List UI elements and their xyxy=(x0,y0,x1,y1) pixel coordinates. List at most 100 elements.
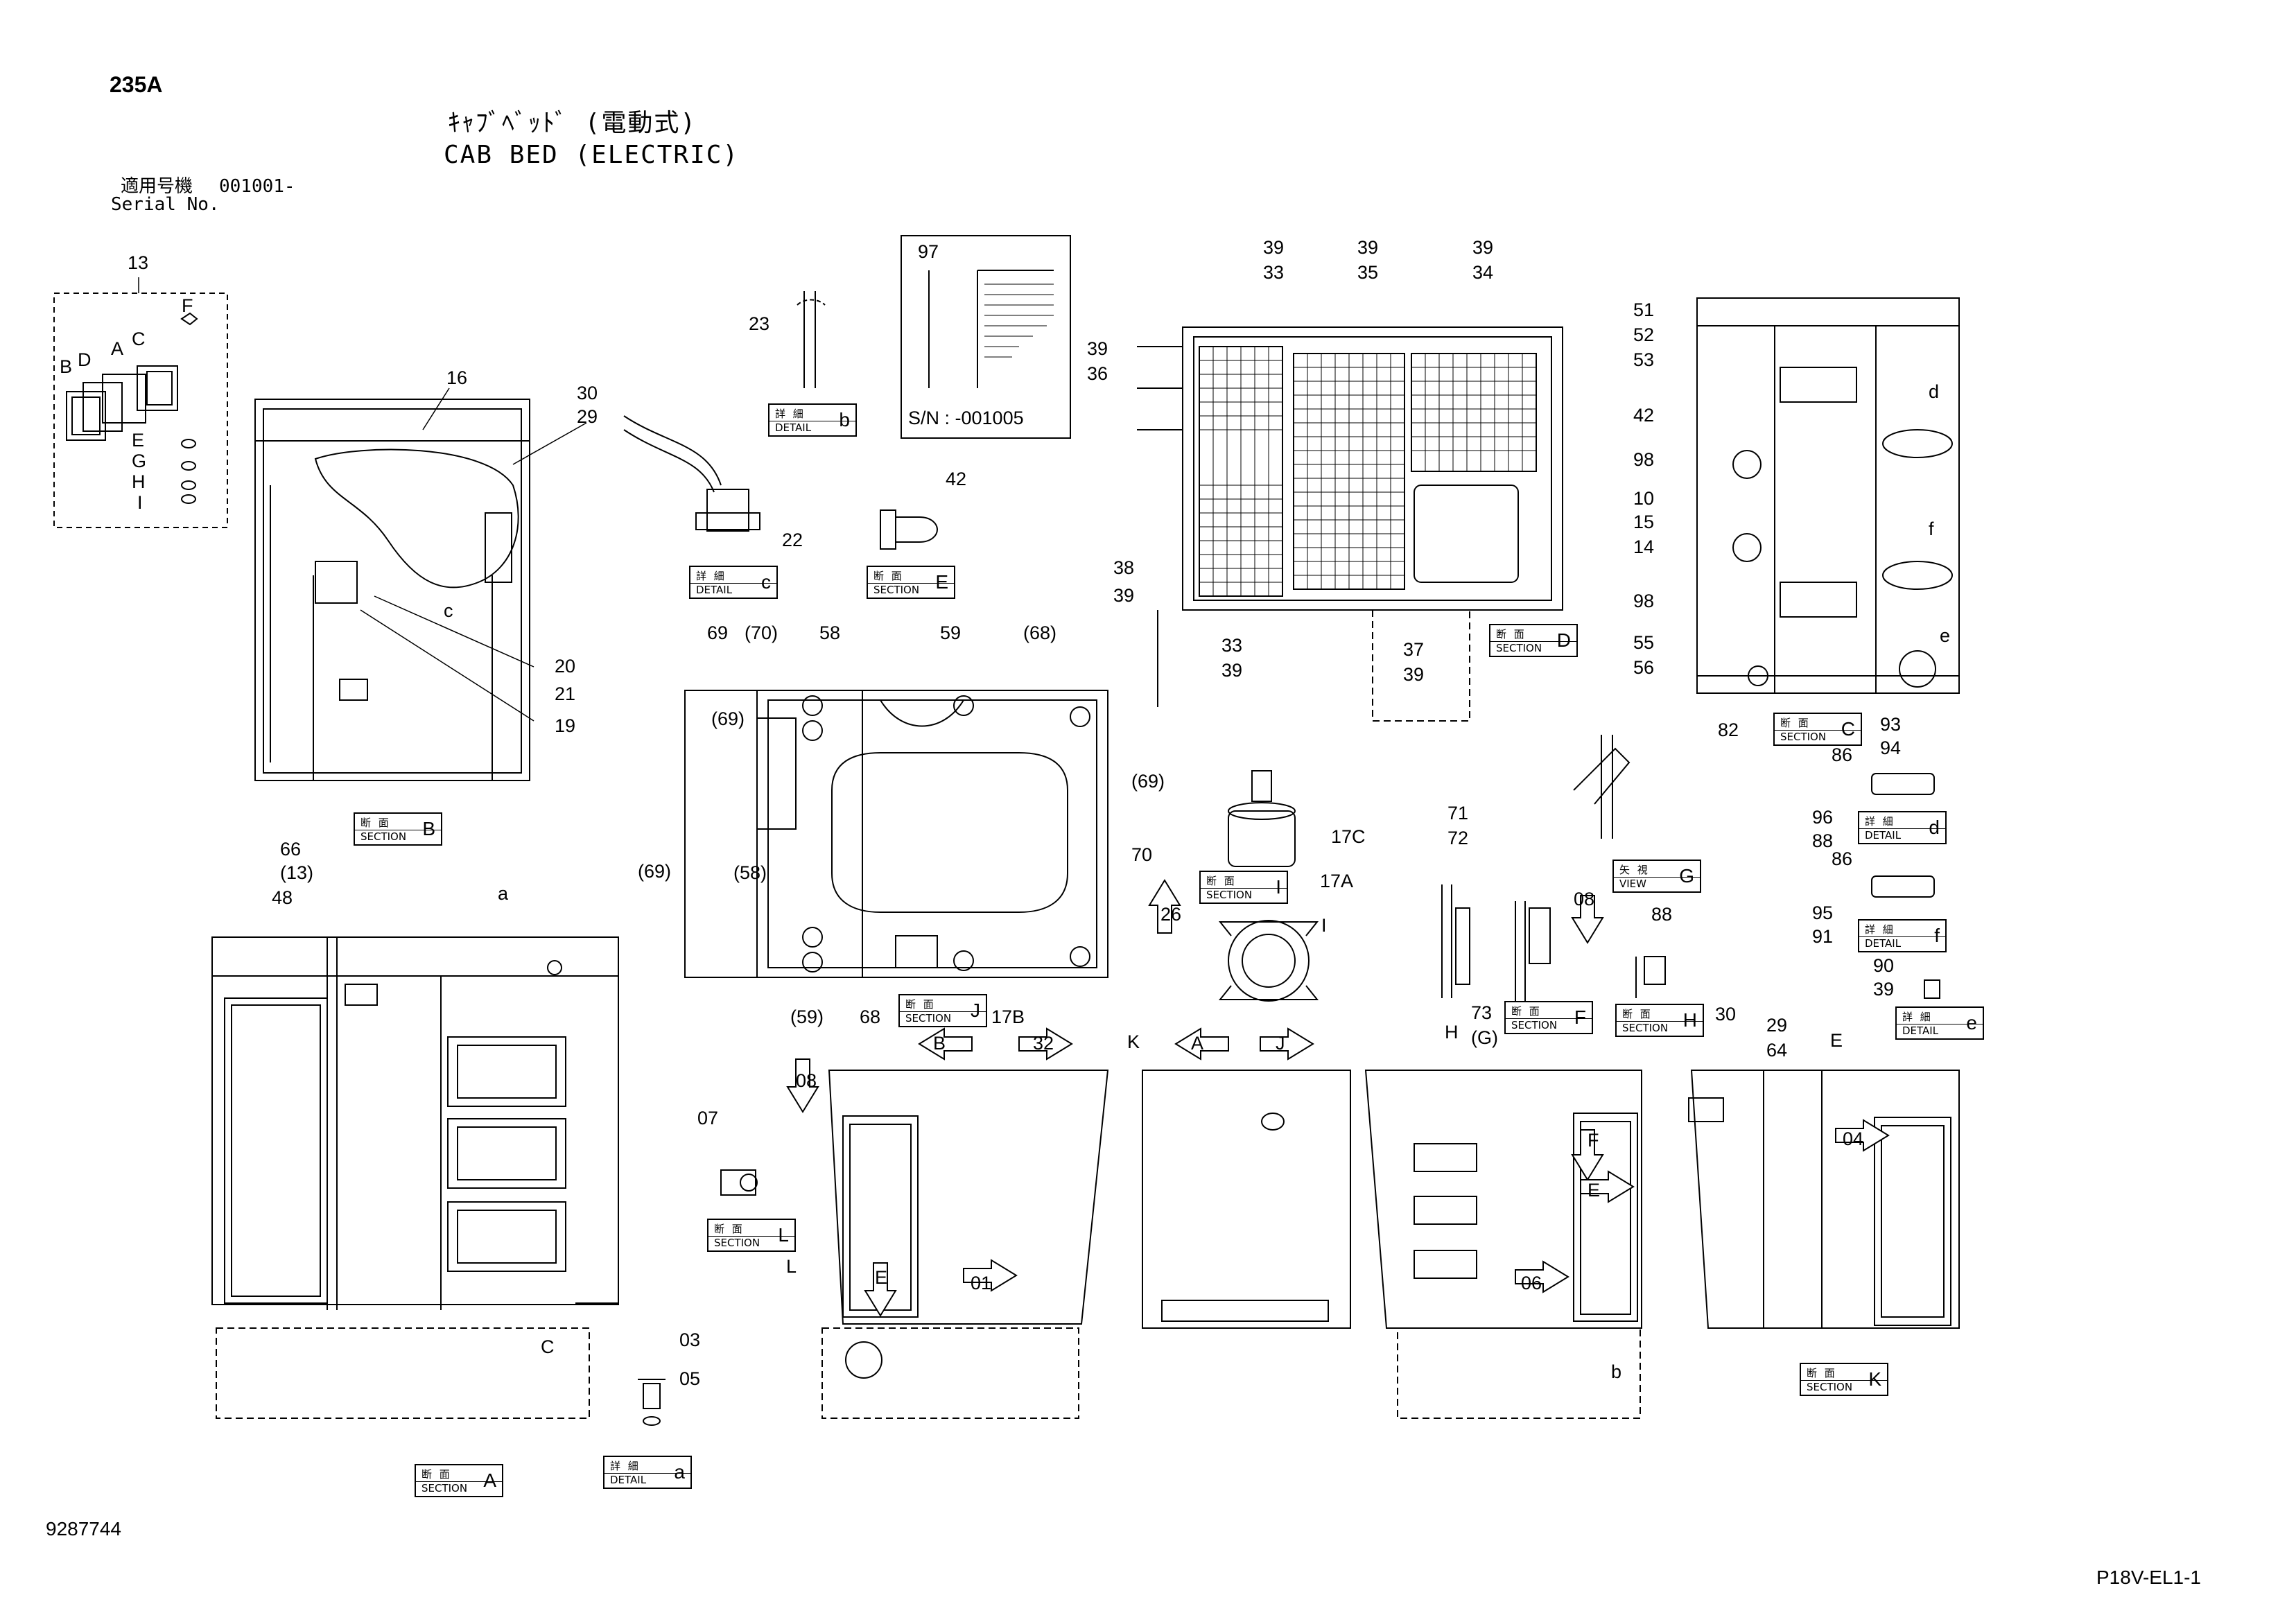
part-label: 39 xyxy=(1087,338,1108,359)
part-label: 39 xyxy=(1113,585,1135,606)
part-label: E xyxy=(1830,1030,1843,1051)
part-label: 16 xyxy=(446,367,468,388)
part-label: 03 xyxy=(679,1329,701,1350)
part-label: 82 xyxy=(1718,720,1739,740)
detail-a-part xyxy=(638,1379,666,1426)
part-label: 30 xyxy=(577,383,598,403)
detail-d-f-e-parts xyxy=(1871,773,1940,999)
section-k-view xyxy=(1688,1070,1960,1329)
part-label: 32 xyxy=(1033,1033,1054,1054)
title-english: CAB BED (ELECTRIC) xyxy=(444,141,740,169)
section-b-view xyxy=(254,399,530,781)
part-label: 29 xyxy=(1766,1015,1788,1036)
part-label: 71 xyxy=(1447,803,1469,823)
part-label: 86 xyxy=(1832,744,1853,765)
part-label: 39 xyxy=(1357,237,1379,258)
sheet-code: P18V-EL1-1 xyxy=(2096,1567,2201,1588)
part-label: 38 xyxy=(1113,557,1135,578)
part-label: F xyxy=(1588,1130,1599,1151)
part-label: E xyxy=(132,430,145,451)
serial-label-jp: 適用号機 xyxy=(121,176,193,197)
part-label: 48 xyxy=(272,887,293,908)
part-label: D xyxy=(78,349,92,370)
part-label: B xyxy=(933,1033,946,1054)
part-label: 37 xyxy=(1403,639,1425,660)
section-i-part xyxy=(1218,770,1319,1002)
part-label: 05 xyxy=(679,1368,701,1389)
part-label: K xyxy=(1127,1031,1140,1052)
part-label: 39 xyxy=(1263,237,1285,258)
part-label: 39 xyxy=(1221,660,1243,681)
part-label: (G) xyxy=(1471,1027,1498,1048)
inset-note: S/N : -001005 xyxy=(908,408,1024,428)
part-label: 06 xyxy=(1521,1273,1542,1293)
part-label: 68 xyxy=(860,1006,881,1027)
part-label: 59 xyxy=(940,622,962,643)
part-label: 07 xyxy=(697,1108,719,1128)
part-label: 23 xyxy=(749,313,770,334)
part-label: 86 xyxy=(1832,848,1853,869)
detail-13-lamp-assembly xyxy=(53,293,228,528)
part-label: (70) xyxy=(745,622,779,643)
detail-e-part xyxy=(880,509,939,550)
drawing-number: 9287744 xyxy=(46,1518,122,1540)
part-label: I xyxy=(1321,915,1327,936)
part-label: A xyxy=(1191,1033,1204,1054)
front-view-1 xyxy=(821,1070,1109,1419)
front-view-3 xyxy=(1364,1070,1642,1419)
part-label: 17B xyxy=(991,1006,1025,1027)
part-label: L xyxy=(786,1256,797,1277)
section-h-part xyxy=(1635,956,1666,998)
serial-value: 001001- xyxy=(219,176,295,197)
part-label: b xyxy=(1611,1361,1622,1382)
part-label: 98 xyxy=(1633,449,1655,470)
part-label: 08 xyxy=(796,1070,817,1091)
section-l-part xyxy=(720,1169,758,1196)
part-label: 96 xyxy=(1812,807,1834,828)
part-label: 29 xyxy=(577,406,598,427)
part-label: 69 xyxy=(707,622,729,643)
front-view-2 xyxy=(1142,1070,1351,1329)
detail-b-part xyxy=(797,291,826,388)
part-label: 21 xyxy=(555,683,576,704)
part-label: 17A xyxy=(1320,871,1354,891)
part-label: A xyxy=(111,338,124,359)
page-code: 235A xyxy=(110,72,163,97)
part-label: 52 xyxy=(1633,324,1655,345)
part-label: B xyxy=(60,356,73,377)
title-japanese: ｷｬﾌﾞﾍﾞｯﾄﾞ (電動式) xyxy=(448,109,697,137)
part-label: 98 xyxy=(1633,591,1655,611)
part-label: 13 xyxy=(128,252,149,273)
part-label: a xyxy=(498,883,509,904)
part-label: 55 xyxy=(1633,632,1655,653)
part-label: 19 xyxy=(555,715,576,736)
part-label: 26 xyxy=(1160,904,1182,925)
part-label: G xyxy=(132,451,147,471)
part-label: 10 xyxy=(1633,488,1655,509)
part-label: J xyxy=(1276,1033,1285,1054)
part-label: E xyxy=(875,1267,888,1288)
part-label: 88 xyxy=(1812,830,1834,851)
section-f-part xyxy=(1441,884,1551,1005)
part-label: 17C xyxy=(1331,826,1366,847)
part-label: (59) xyxy=(790,1006,824,1027)
section-c-view xyxy=(1696,297,1960,694)
part-label: 33 xyxy=(1263,262,1285,283)
part-label: 88 xyxy=(1651,904,1673,925)
part-label: 01 xyxy=(971,1273,992,1293)
part-label: (69) xyxy=(638,861,672,882)
section-arrow-icon xyxy=(786,879,1890,1317)
section-j-view xyxy=(684,690,1108,978)
